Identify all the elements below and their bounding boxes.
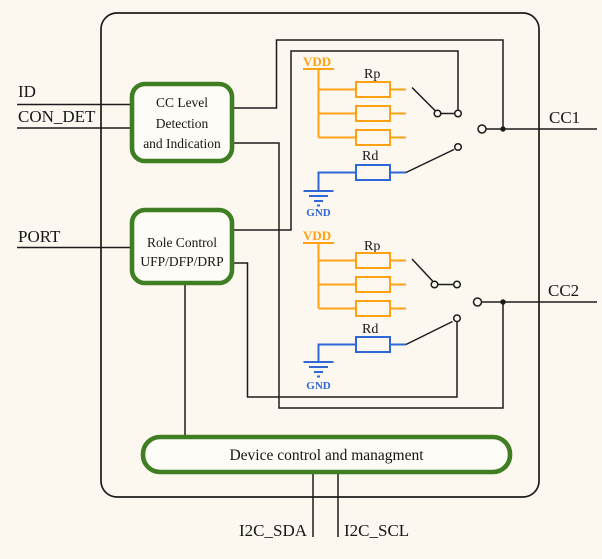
rp-resistor-upper-2	[355, 105, 391, 122]
cc-level-label-line1: CC Level	[156, 95, 208, 110]
role-control-label-line2: UFP/DFP/DRP	[140, 254, 223, 269]
ground-symbol-upper	[303, 190, 334, 207]
pin-label-id: ID	[18, 82, 36, 101]
wire-rd-switch-control-lower	[231, 262, 458, 398]
role-control-label-line1: Role Control	[147, 235, 217, 250]
device-control-label: Device control and managment	[229, 447, 424, 464]
device-control-box	[140, 434, 513, 475]
rp-resistor-lower-2	[355, 276, 391, 293]
switch-lever-rd-upper	[405, 148, 455, 174]
rd-label-upper: Rd	[362, 149, 378, 164]
switch-lever-rd-lower	[405, 320, 453, 346]
cc-level-box	[129, 81, 235, 164]
cc-level-label-line2: Detection	[156, 116, 209, 131]
switch-contact-rp-lower-a	[430, 280, 439, 289]
switch-contact-rp-upper-b	[453, 109, 463, 118]
pin-label-i2c-sda: I2C_SDA	[239, 521, 308, 540]
junction-dot-cc2	[500, 299, 506, 305]
gnd-label-lower: GND	[306, 380, 331, 392]
vdd-label-upper: VDD	[303, 54, 331, 69]
cc2-pole-contact	[472, 297, 483, 307]
rp-label-lower: Rp	[364, 239, 380, 254]
wire-cc1-sense	[232, 39, 504, 129]
pin-label-port: PORT	[18, 227, 61, 246]
rp-bus-wires-lower	[317, 243, 406, 310]
rp-resistor-lower-1	[355, 252, 391, 269]
switch-contact-rd-upper	[453, 142, 463, 152]
cc1-pole-contact	[477, 124, 487, 134]
pin-label-i2c-scl: I2C_SCL	[344, 521, 409, 540]
rd-resistor-upper	[355, 164, 391, 181]
wire-rp-switch-control-upper	[231, 50, 459, 231]
switch-lever-rp-upper	[411, 86, 455, 115]
switch-contact-rp-lower-b	[452, 280, 462, 289]
pin-label-cc2: CC2	[548, 281, 579, 300]
gnd-label-upper: GND	[306, 207, 331, 219]
rd-label-lower: Rd	[362, 322, 378, 337]
role-control-box	[129, 207, 235, 286]
device-control-block: Device control and managment	[140, 434, 513, 475]
wire-cc2-sense	[232, 142, 504, 409]
pin-label-con-det: CON_DET	[18, 107, 96, 126]
role-control-block: Role Control UFP/DFP/DRP	[129, 207, 235, 286]
rp-resistor-upper-1	[355, 81, 391, 98]
rp-bus-wires-upper	[317, 69, 406, 139]
rp-label-upper: Rp	[364, 67, 380, 82]
vdd-label-lower: VDD	[303, 228, 331, 243]
chip-outline	[100, 12, 540, 498]
rp-resistor-upper-3	[355, 129, 391, 146]
pin-label-cc1: CC1	[549, 108, 580, 127]
rd-resistor-lower	[355, 336, 391, 353]
rd-wires-upper	[317, 171, 406, 191]
cc-level-label-line3: and Indication	[143, 136, 221, 151]
switch-lever-rp-lower	[411, 258, 454, 286]
junction-dot-cc1	[500, 126, 506, 132]
rd-wires-lower	[317, 343, 406, 362]
switch-contact-rd-lower	[452, 314, 462, 323]
cc-level-detection-block: CC Level Detection and Indication	[129, 81, 235, 164]
switch-contact-rp-upper-a	[433, 109, 442, 118]
rp-resistor-lower-3	[355, 300, 391, 317]
ground-symbol-lower	[303, 361, 334, 378]
